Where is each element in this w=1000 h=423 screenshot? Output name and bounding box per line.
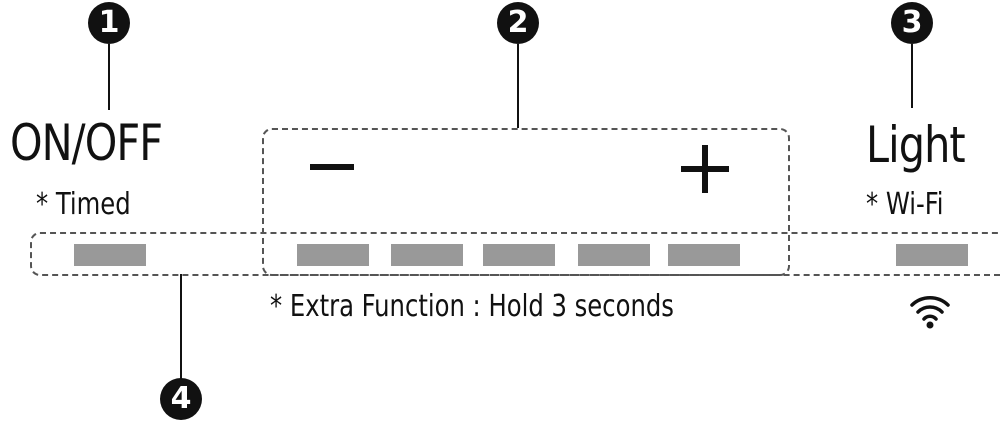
level-segment-5[interactable] xyxy=(668,244,740,266)
segment-row-dashed-box xyxy=(30,232,1000,276)
wifi-label: * Wi-Fi xyxy=(866,187,944,222)
plus-icon-vertical xyxy=(702,145,708,193)
callout-4: 4 xyxy=(160,378,202,420)
callout-1: 1 xyxy=(88,2,130,44)
callout-1-leader xyxy=(108,44,110,110)
wifi-icon-dot xyxy=(926,321,934,329)
callout-2: 2 xyxy=(497,2,539,44)
callout-3-leader xyxy=(911,44,913,108)
callout-2-leader xyxy=(517,44,519,128)
wifi-icon-arc-inner xyxy=(922,314,938,321)
timed-label: * Timed xyxy=(36,187,131,222)
level-segment-2[interactable] xyxy=(391,244,463,266)
on-off-label: ON/OFF xyxy=(10,114,163,172)
on-off-button-segment[interactable] xyxy=(74,244,146,266)
wifi-icon-arc-middle xyxy=(916,305,944,314)
light-button-segment[interactable] xyxy=(896,244,968,266)
level-segment-3[interactable] xyxy=(483,244,555,266)
callout-3: 3 xyxy=(891,2,933,44)
minus-icon[interactable] xyxy=(310,164,354,170)
plus-icon[interactable] xyxy=(681,145,729,193)
wifi-icon-arc-outer xyxy=(910,296,950,307)
level-segment-1[interactable] xyxy=(297,244,369,266)
level-segment-4[interactable] xyxy=(578,244,650,266)
wifi-icon xyxy=(910,296,950,329)
callout-4-leader xyxy=(180,274,182,380)
light-label: Light xyxy=(866,116,966,174)
extra-function-note: * Extra Function : Hold 3 seconds xyxy=(270,289,674,324)
